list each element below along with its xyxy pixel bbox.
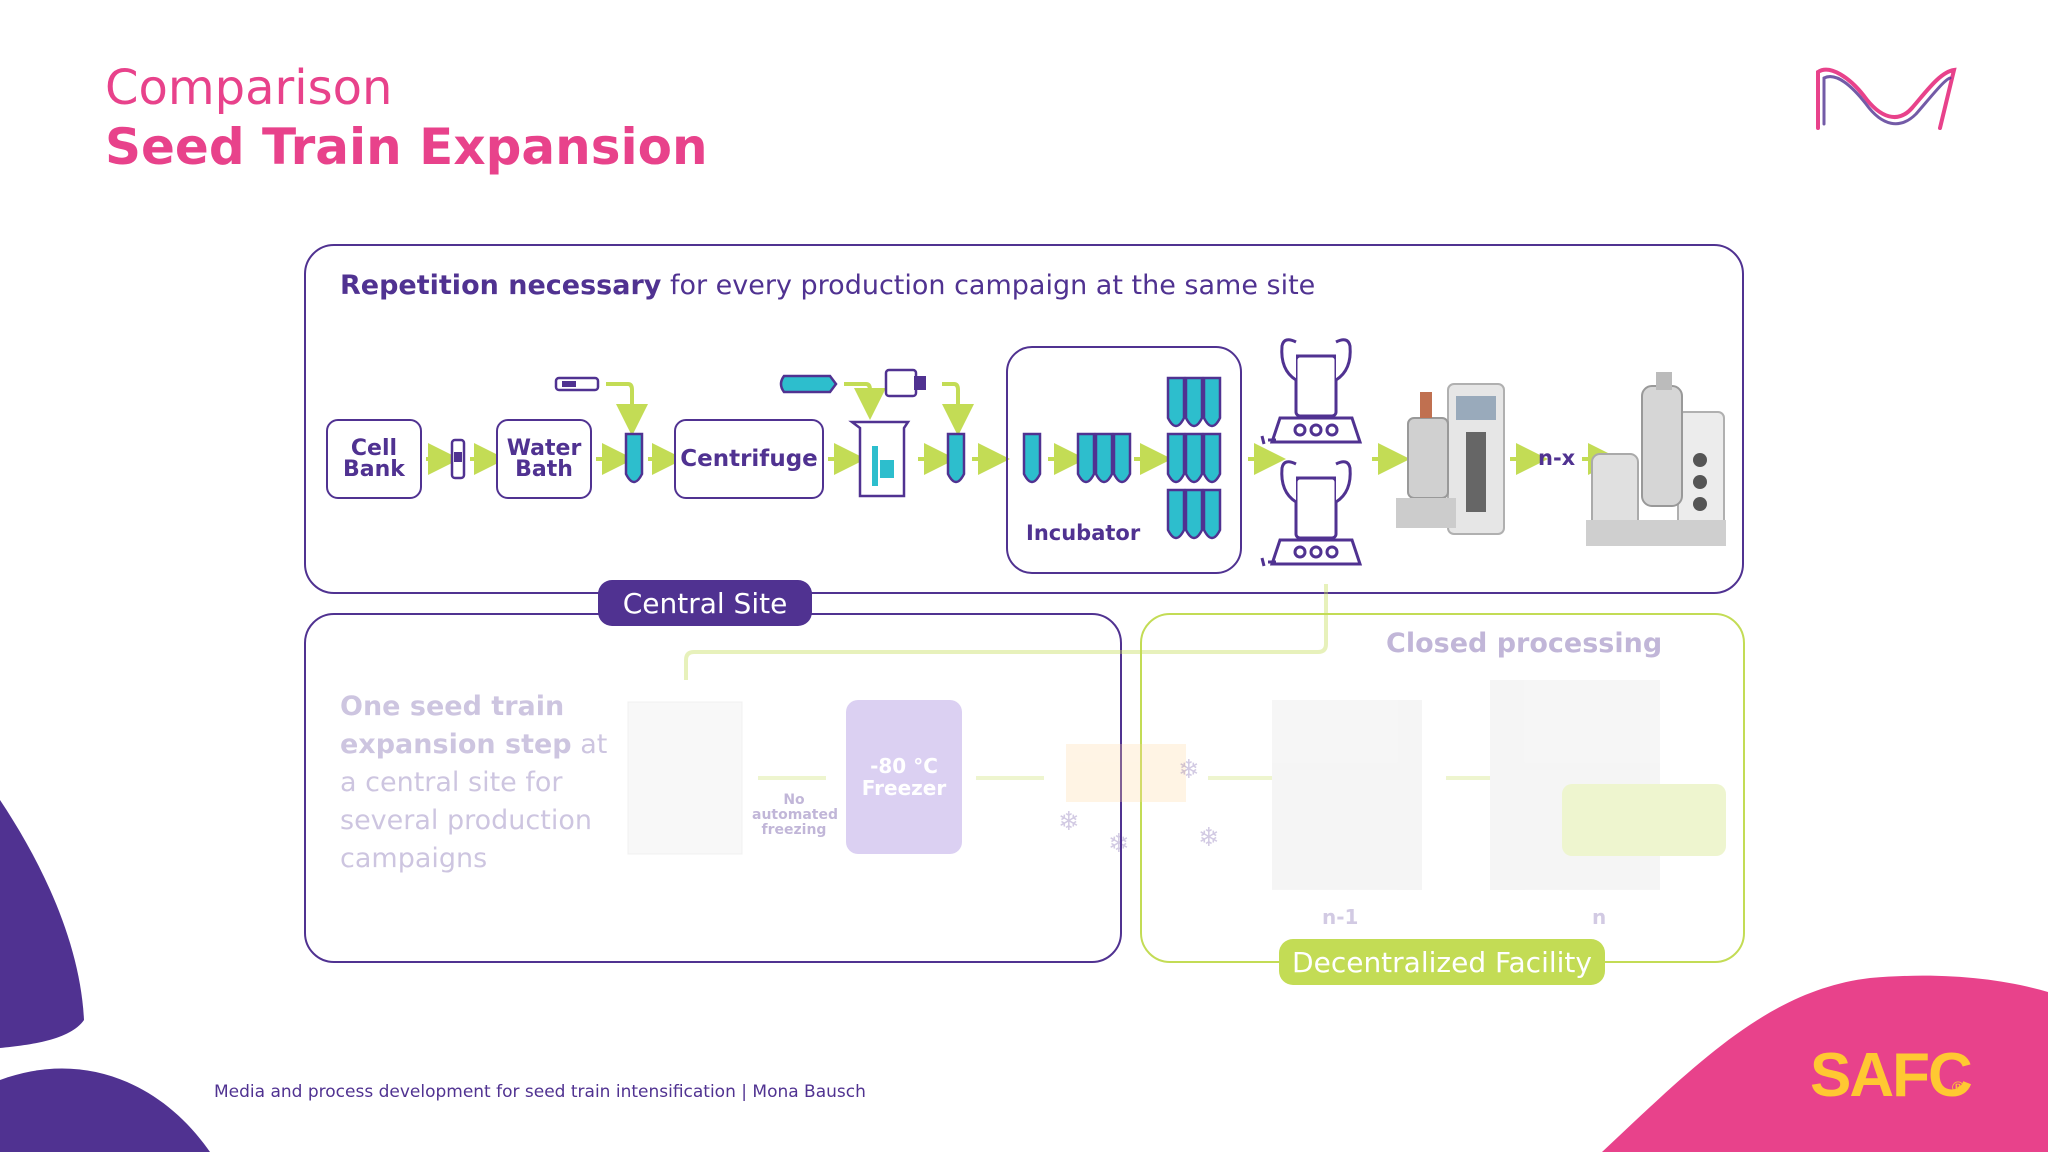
snowflake-icon: ❄ bbox=[1108, 829, 1130, 859]
top-headline: Repetition necessary for every productio… bbox=[340, 270, 1316, 301]
tube-icon bbox=[1202, 432, 1222, 484]
arrow-down-3 bbox=[942, 382, 974, 436]
tube-icon bbox=[1076, 432, 1096, 484]
cell-bag-image bbox=[627, 701, 743, 855]
bottle-icon bbox=[884, 368, 918, 398]
tube-icon bbox=[1184, 432, 1204, 484]
purple-corner-blob bbox=[0, 800, 84, 1048]
snowflake-icon: ❄ bbox=[1198, 823, 1220, 853]
cell-bank-box: Cell Bank bbox=[326, 419, 422, 499]
green-highlight bbox=[1562, 784, 1726, 856]
faded-bioreactor-n1 bbox=[1272, 700, 1422, 890]
faded-connector bbox=[684, 584, 1328, 680]
bag-bioreactor-icon bbox=[1260, 460, 1363, 567]
tube-icon bbox=[1166, 432, 1186, 484]
tube-icon bbox=[1184, 488, 1204, 540]
snowflake-icon: ❄ bbox=[1058, 807, 1080, 837]
water-bath-box: Water Bath bbox=[496, 419, 592, 499]
central-site-label: Central Site bbox=[598, 580, 812, 626]
footer-text: Media and process development for seed t… bbox=[214, 1082, 866, 1102]
tube-icon bbox=[1202, 376, 1222, 428]
bag-bioreactor-icon bbox=[1260, 338, 1363, 445]
m-logo-icon bbox=[1816, 67, 1957, 130]
snowflake-icon: ❄ bbox=[1178, 755, 1200, 785]
arrow-down-2 bbox=[844, 382, 886, 420]
label-n: n bbox=[1592, 905, 1607, 929]
tube-icon bbox=[1166, 488, 1186, 540]
scale-label-n-x: n-x bbox=[1538, 446, 1576, 470]
arrow-down-1 bbox=[606, 382, 648, 436]
tube-icon bbox=[624, 432, 644, 484]
pink-corner-blob bbox=[1602, 975, 2048, 1152]
title-comparison: Comparison bbox=[105, 60, 393, 116]
tube-icon bbox=[1094, 432, 1114, 484]
centrifuge-box: Centrifuge bbox=[674, 419, 824, 499]
safc-logo: SAFC bbox=[1810, 1041, 1973, 1110]
stirred-bioreactor-icon bbox=[1396, 383, 1505, 535]
faded-bioreactor-n bbox=[1490, 680, 1660, 890]
tube-icon bbox=[1166, 376, 1186, 428]
tube-icon bbox=[1202, 488, 1222, 540]
freezer-box: -80 °C Freezer bbox=[846, 700, 962, 854]
closed-processing-heading: Closed processing bbox=[1386, 628, 1663, 659]
pipette-icon bbox=[779, 374, 838, 394]
title-seed-train-expansion: Seed Train Expansion bbox=[105, 118, 708, 176]
tube-icon bbox=[1184, 376, 1204, 428]
tube-icon bbox=[1112, 432, 1132, 484]
incubator-box: Incubator bbox=[1006, 346, 1242, 574]
seed-train-description: One seed train expansion step at a centr… bbox=[340, 691, 608, 874]
no-automated-freezing-label: No automated freezing bbox=[752, 792, 838, 838]
registered-mark: ® bbox=[1950, 1078, 1966, 1097]
tube-icon bbox=[946, 432, 966, 484]
central-site-panel bbox=[304, 244, 1744, 594]
label-n-1: n-1 bbox=[1322, 905, 1359, 929]
production-bioreactor-icon bbox=[1586, 372, 1726, 546]
beaker-icon bbox=[848, 420, 911, 498]
purple-bottom-blob bbox=[0, 1068, 210, 1152]
decentralized-facility-label: Decentralized Facility bbox=[1279, 939, 1605, 985]
frozen-bags-image bbox=[1066, 744, 1186, 802]
tube-icon bbox=[1022, 432, 1042, 484]
